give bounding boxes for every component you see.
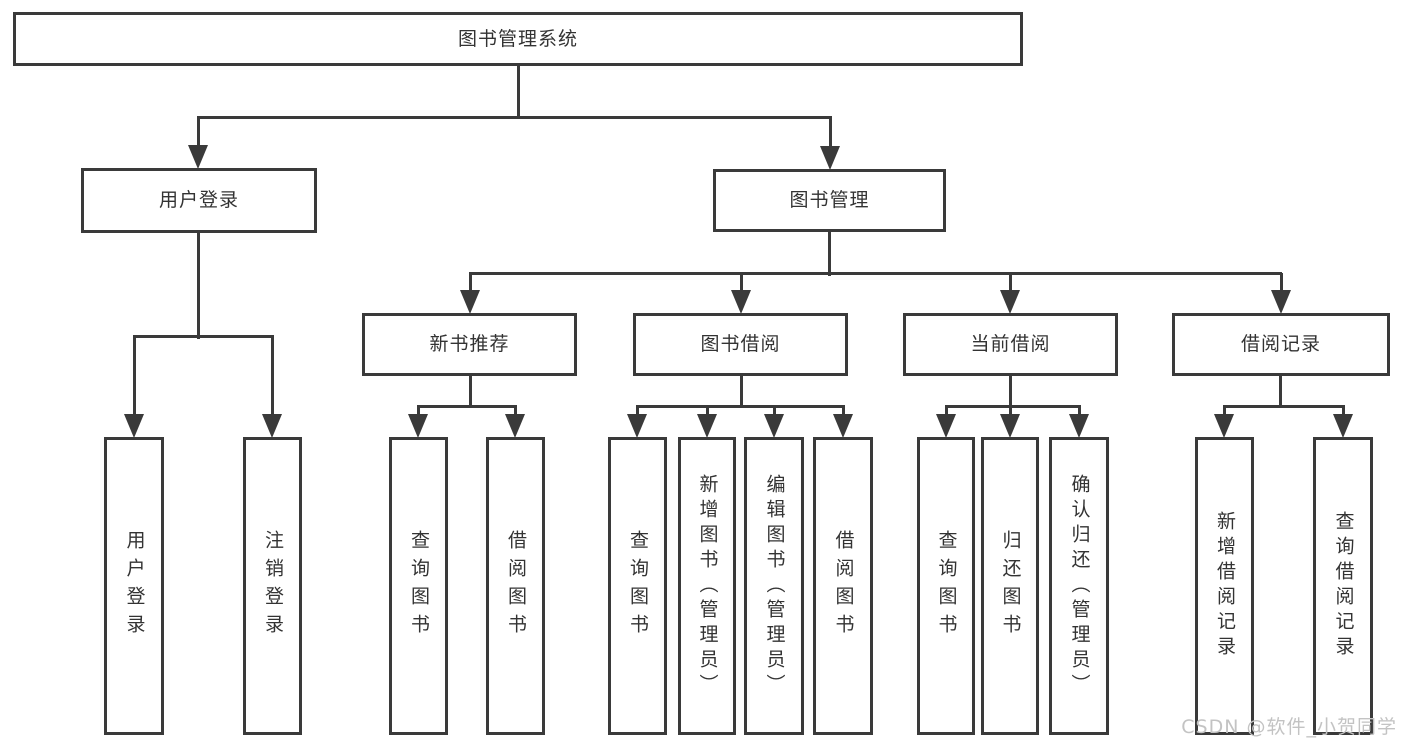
connector-line — [636, 404, 845, 408]
arrowhead-down-icon — [262, 414, 282, 438]
arrowhead-down-icon — [627, 414, 647, 438]
arrow-stem — [739, 273, 743, 296]
arrow-stem — [196, 117, 200, 151]
node-leaf-return-books: 归还图书 — [981, 437, 1039, 735]
connector-line — [739, 376, 743, 408]
node-label-leaf-add-books-admin: 新增图书（管理员） — [696, 473, 719, 699]
arrowhead-down-icon — [124, 414, 144, 438]
node-label-leaf-query-books-1: 查询图书 — [408, 530, 430, 642]
arrowhead-down-icon — [936, 414, 956, 438]
node-label-root: 图书管理系统 — [457, 27, 578, 50]
arrow-stem — [944, 406, 948, 420]
node-label-book-management: 图书管理 — [789, 189, 870, 211]
csdn-watermark: CSDN @软件_小贺同学 — [1181, 716, 1397, 738]
connector-line — [469, 271, 1282, 275]
node-label-leaf-query-borrow-record: 查询借阅记录 — [1332, 511, 1355, 661]
arrow-stem — [1222, 406, 1226, 420]
node-leaf-logout: 注销登录 — [243, 437, 302, 735]
node-label-leaf-edit-books-admin: 编辑图书（管理员） — [763, 473, 786, 699]
node-label-leaf-query-books-2: 查询图书 — [627, 530, 649, 642]
arrowhead-down-icon — [833, 414, 853, 438]
node-label-new-book-recommend: 新书推荐 — [429, 333, 510, 355]
arrowhead-down-icon — [1000, 414, 1020, 438]
node-leaf-query-books-2: 查询图书 — [608, 437, 667, 735]
arrowhead-down-icon — [1271, 290, 1291, 314]
arrow-stem — [132, 336, 136, 420]
node-root: 图书管理系统 — [13, 12, 1023, 66]
connector-line — [133, 334, 274, 338]
connector-line — [516, 66, 520, 119]
node-leaf-borrow-books-2: 借阅图书 — [813, 437, 873, 735]
node-label-user-login: 用户登录 — [158, 189, 239, 211]
arrowhead-down-icon — [460, 290, 480, 314]
arrow-stem — [1077, 406, 1081, 420]
node-label-borrowing-records: 借阅记录 — [1240, 333, 1321, 355]
arrow-stem — [270, 336, 274, 420]
node-current-borrowing: 当前借阅 — [903, 313, 1118, 376]
arrowhead-down-icon — [1214, 414, 1234, 438]
node-leaf-edit-books-admin: 编辑图书（管理员） — [744, 437, 804, 735]
node-label-book-borrowing: 图书借阅 — [700, 333, 781, 355]
arrowhead-down-icon — [697, 414, 717, 438]
arrowhead-down-icon — [1069, 414, 1089, 438]
arrow-stem — [1008, 273, 1012, 296]
connector-line — [1278, 376, 1282, 408]
node-label-current-borrowing: 当前借阅 — [970, 333, 1051, 355]
arrowhead-down-icon — [408, 414, 428, 438]
arrowhead-down-icon — [820, 146, 840, 170]
node-leaf-query-books-3: 查询图书 — [917, 437, 975, 735]
node-borrowing-records: 借阅记录 — [1172, 313, 1390, 376]
node-user-login: 用户登录 — [81, 168, 317, 233]
node-label-leaf-borrow-books-2: 借阅图书 — [832, 530, 855, 642]
node-leaf-borrow-books-1: 借阅图书 — [486, 437, 545, 735]
node-leaf-user-login: 用户登录 — [104, 437, 164, 735]
arrow-stem — [705, 406, 709, 420]
node-label-leaf-borrow-books-1: 借阅图书 — [505, 530, 527, 642]
arrowhead-down-icon — [764, 414, 784, 438]
node-leaf-confirm-return-admin: 确认归还（管理员） — [1049, 437, 1109, 735]
arrowhead-down-icon — [188, 145, 208, 169]
node-new-book-recommend: 新书推荐 — [362, 313, 577, 376]
node-leaf-add-borrow-record: 新增借阅记录 — [1195, 437, 1254, 735]
connector-line — [197, 115, 832, 119]
arrowhead-down-icon — [731, 290, 751, 314]
node-label-leaf-user-login: 用户登录 — [123, 530, 146, 642]
node-label-leaf-query-books-3: 查询图书 — [935, 530, 958, 642]
node-label-leaf-return-books: 归还图书 — [999, 530, 1022, 642]
connector-line — [417, 404, 517, 408]
arrow-stem — [1341, 406, 1345, 420]
connector-line — [468, 376, 472, 408]
node-label-leaf-confirm-return-admin: 确认归还（管理员） — [1068, 473, 1091, 699]
arrowhead-down-icon — [505, 414, 525, 438]
arrow-stem — [1279, 273, 1283, 296]
connector-line — [827, 232, 831, 276]
node-book-borrowing: 图书借阅 — [633, 313, 848, 376]
arrow-stem — [468, 273, 472, 296]
arrowhead-down-icon — [1000, 290, 1020, 314]
arrow-stem — [416, 406, 420, 420]
arrow-stem — [841, 406, 845, 420]
node-label-leaf-logout: 注销登录 — [262, 530, 284, 642]
arrow-stem — [513, 406, 517, 420]
node-leaf-add-books-admin: 新增图书（管理员） — [678, 437, 736, 735]
node-book-management: 图书管理 — [713, 169, 946, 232]
connector-line — [196, 233, 200, 339]
connector-line — [1008, 376, 1012, 408]
arrowhead-down-icon — [1333, 414, 1353, 438]
connector-line — [1223, 404, 1345, 408]
arrow-stem — [828, 117, 832, 152]
node-leaf-query-borrow-record: 查询借阅记录 — [1313, 437, 1373, 735]
arrow-stem — [772, 406, 776, 420]
arrow-stem — [1008, 406, 1012, 420]
arrow-stem — [635, 406, 639, 420]
connector-line — [945, 404, 1081, 408]
node-label-leaf-add-borrow-record: 新增借阅记录 — [1214, 511, 1236, 661]
node-leaf-query-books-1: 查询图书 — [389, 437, 448, 735]
